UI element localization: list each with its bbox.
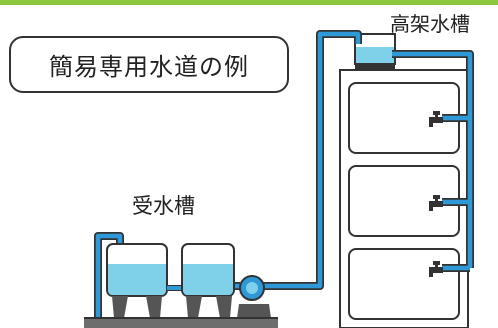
elevated-tank-label: 高架水槽 <box>390 12 470 36</box>
faucet-icon <box>429 261 443 277</box>
faucet-icon <box>429 195 443 211</box>
receiving-tank-right <box>181 243 235 318</box>
floor-1 <box>348 248 460 320</box>
receiving-tank-left <box>106 243 168 318</box>
receiving-tank-label: 受水槽 <box>132 194 195 218</box>
top-accent-bar <box>0 0 498 5</box>
faucet-icon <box>429 111 443 127</box>
diagram-title: 簡易専用水道の例 <box>9 36 289 93</box>
pump-icon <box>237 275 271 318</box>
tank-foundation <box>84 317 278 328</box>
